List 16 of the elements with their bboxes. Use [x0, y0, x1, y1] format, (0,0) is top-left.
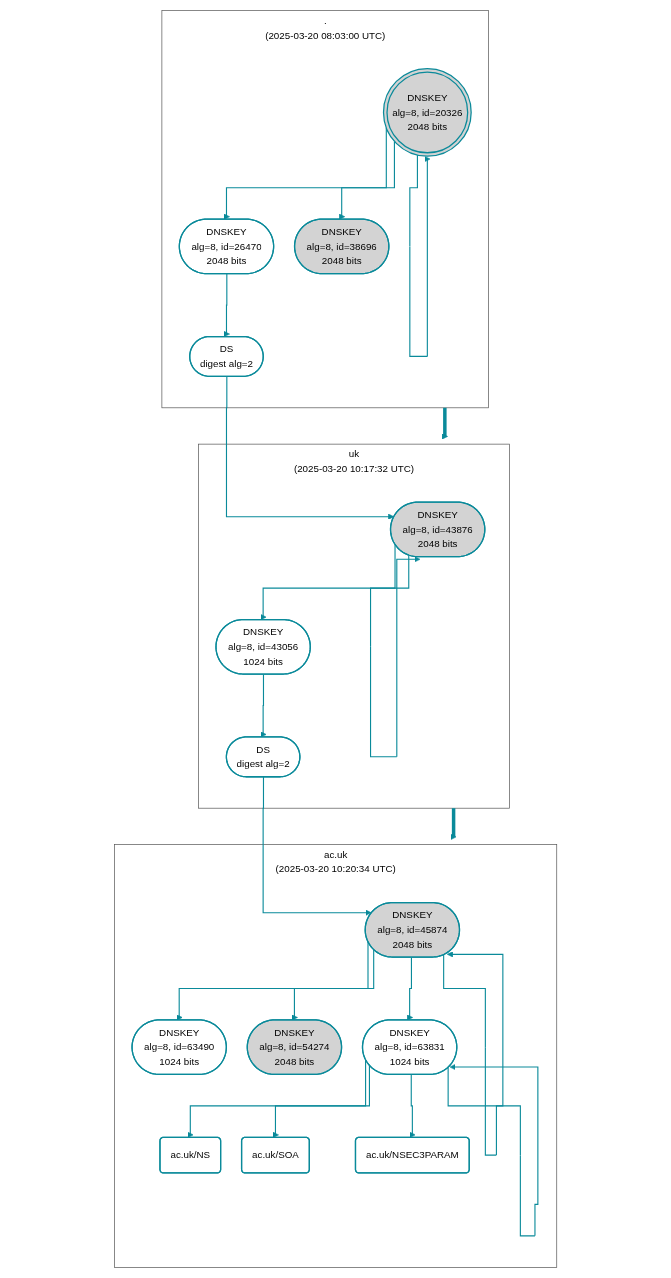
arrow	[262, 776, 372, 916]
arrow	[450, 808, 457, 840]
arrow	[223, 273, 230, 338]
arrow	[272, 1064, 370, 1138]
arrow	[441, 407, 448, 440]
arrow	[176, 940, 369, 1021]
arrow	[291, 949, 375, 1021]
arrow	[338, 140, 395, 220]
arrow	[442, 951, 504, 1156]
arrow	[409, 154, 431, 357]
arrow	[447, 1063, 539, 1237]
arrow	[225, 376, 394, 520]
arrow	[406, 956, 413, 1021]
arrow	[260, 673, 267, 738]
arrow	[409, 1074, 416, 1138]
arrow	[369, 554, 421, 758]
